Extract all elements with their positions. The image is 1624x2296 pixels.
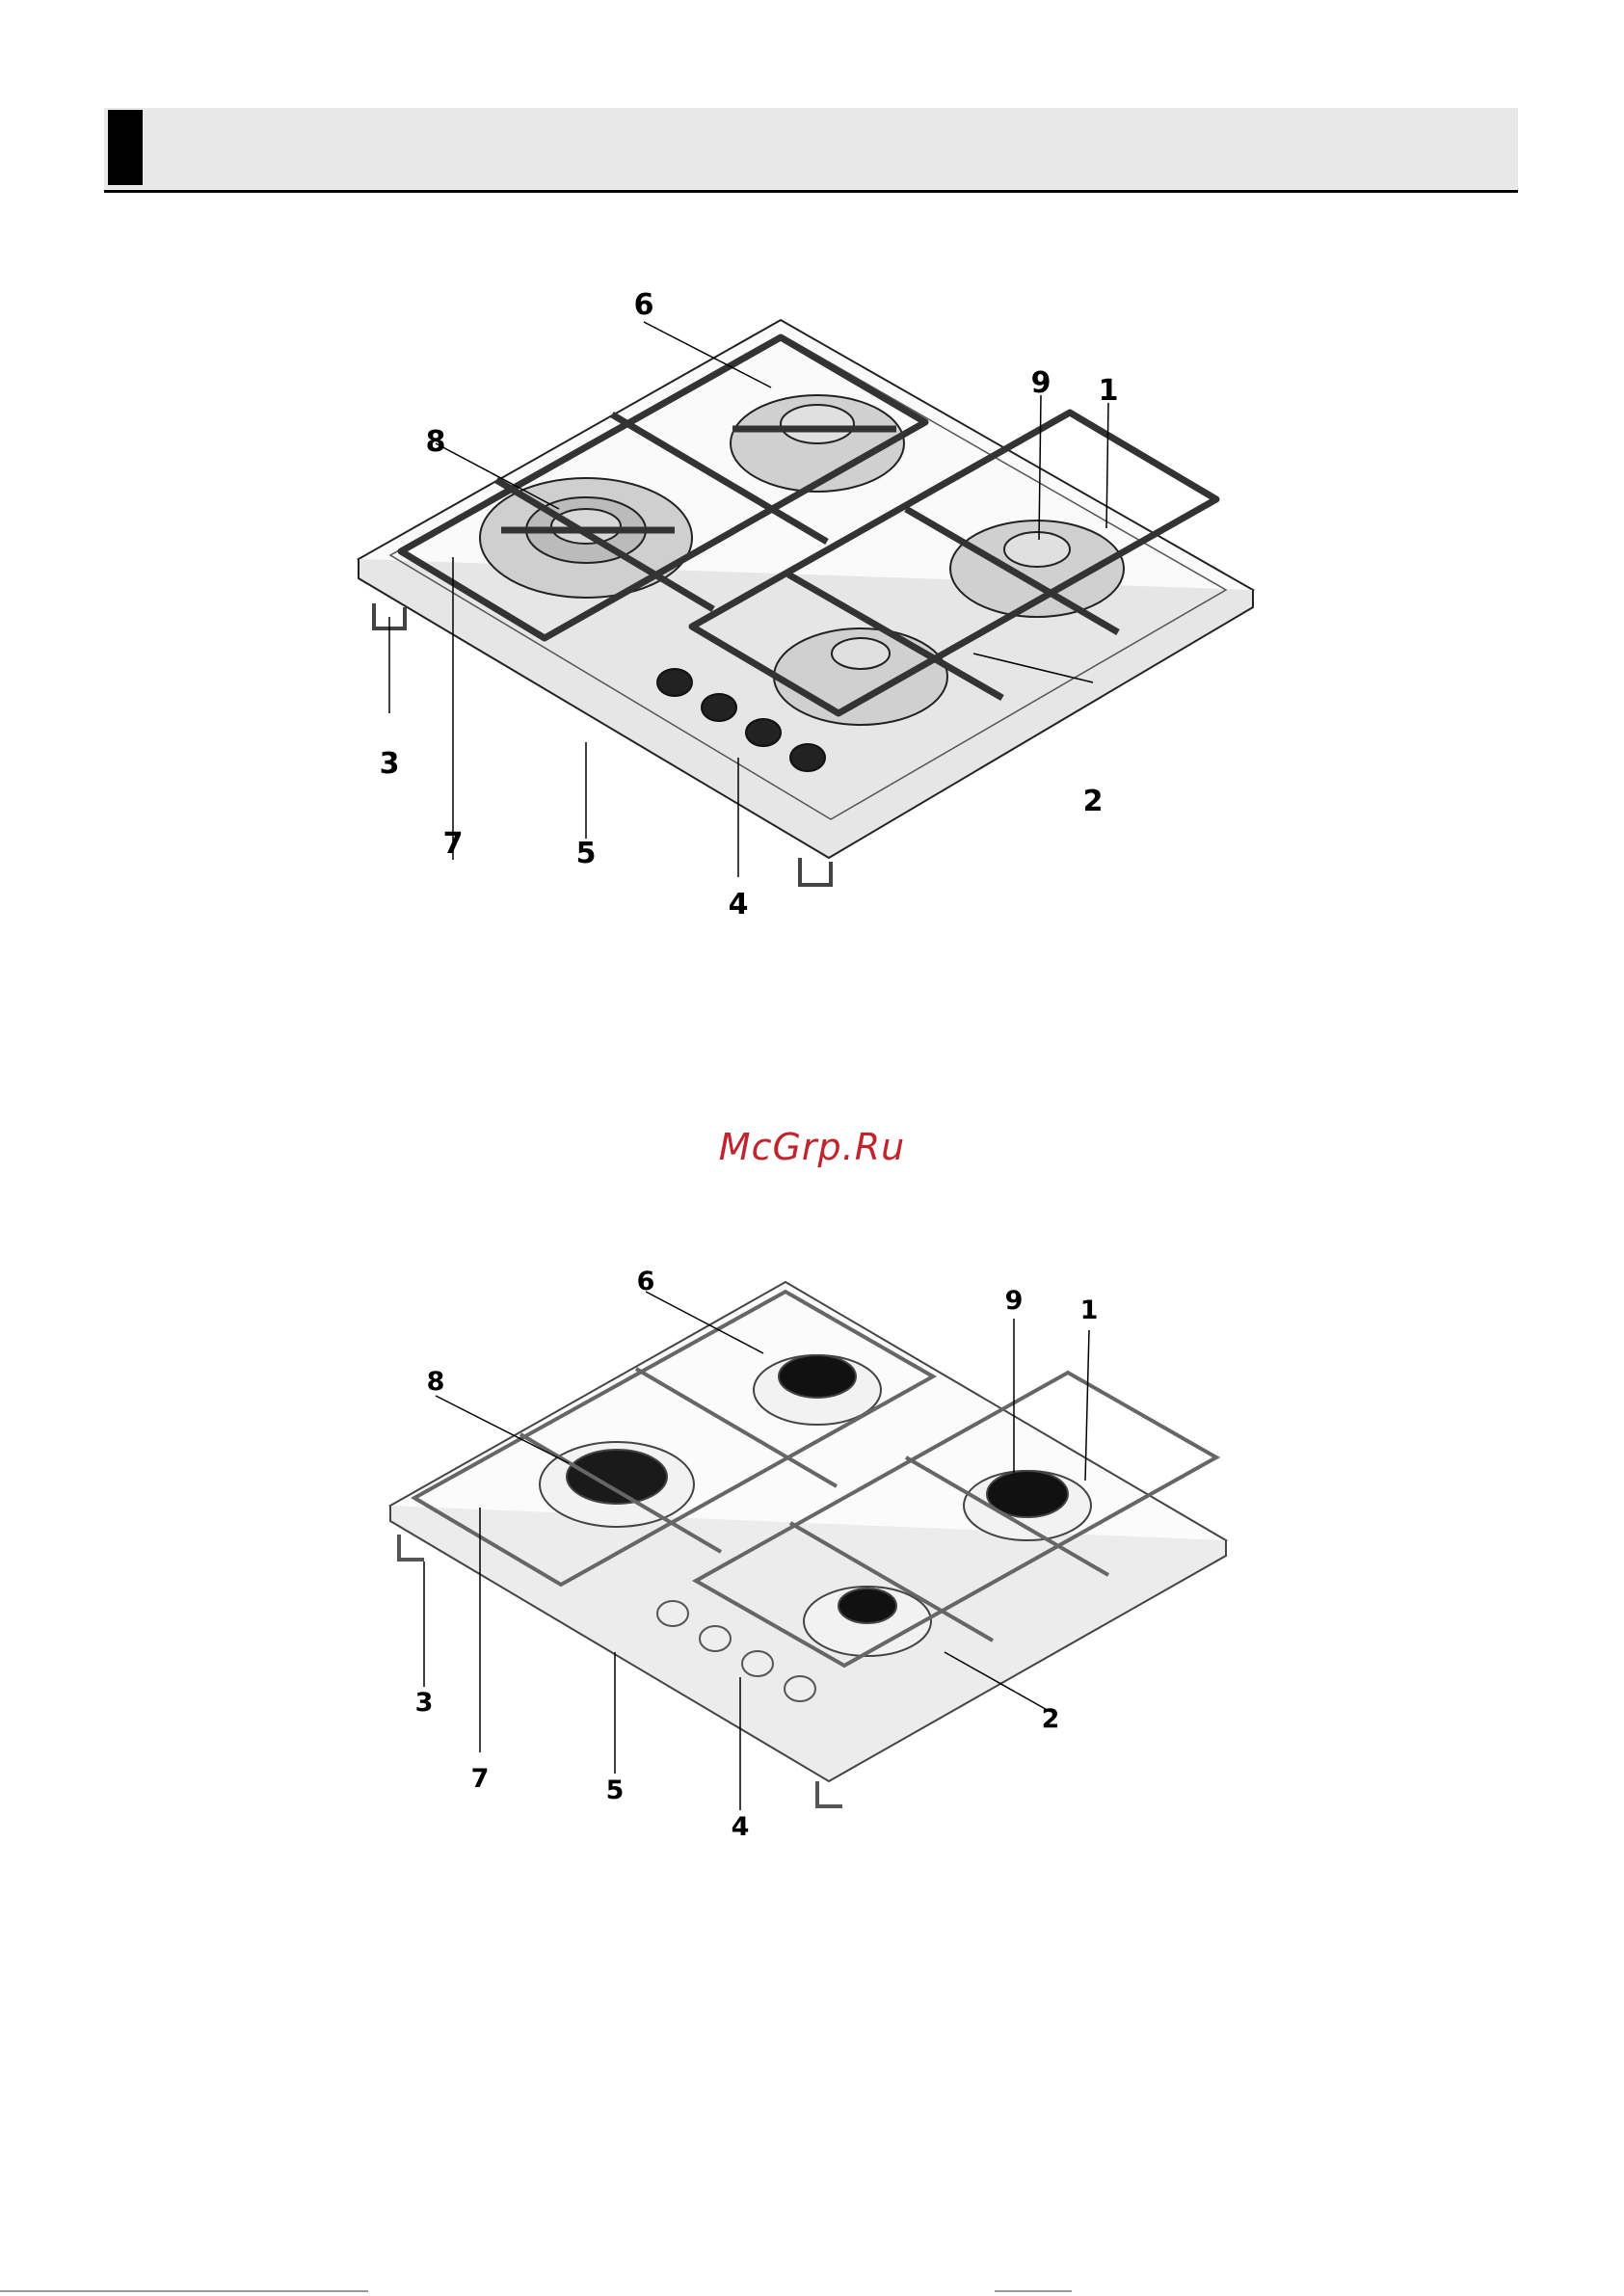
- callout-1: 1: [1080, 1295, 1099, 1325]
- callout-4: 4: [732, 1812, 750, 1842]
- callout-3: 3: [415, 1688, 434, 1718]
- control-knob: [790, 744, 825, 771]
- section-header-marker: [108, 110, 143, 185]
- control-knob: [742, 1651, 773, 1676]
- callout-9: 9: [1031, 366, 1052, 400]
- callout-2: 2: [1042, 1704, 1060, 1734]
- callout-6: 6: [637, 1267, 655, 1296]
- control-knob: [785, 1676, 815, 1701]
- callout-7: 7: [443, 827, 464, 861]
- callout-5: 5: [606, 1775, 625, 1805]
- control-knob: [746, 719, 781, 746]
- callout-8: 8: [426, 425, 446, 459]
- callout-9: 9: [1005, 1286, 1024, 1316]
- control-knob: [657, 1601, 688, 1626]
- callout-4: 4: [729, 888, 749, 921]
- section-header-bar: [104, 108, 1518, 189]
- callout-2: 2: [1083, 785, 1104, 818]
- callout-7: 7: [471, 1764, 490, 1794]
- callout-3: 3: [380, 747, 400, 781]
- mounting-bracket: [800, 858, 831, 885]
- callout-6: 6: [634, 289, 654, 322]
- hob-diagram-cast-iron: 1 2 3 4 5 6 7 8 9: [0, 289, 1624, 945]
- section-header-rule: [104, 190, 1518, 193]
- footer-rule: [0, 2290, 368, 2292]
- watermark-text: McGrp.Ru: [0, 1126, 1624, 1168]
- footer-rule: [995, 2290, 1072, 2292]
- callout-5: 5: [576, 837, 597, 870]
- control-knob: [657, 669, 692, 696]
- callout-8: 8: [427, 1367, 445, 1397]
- control-knob: [702, 694, 736, 721]
- control-knob: [700, 1626, 731, 1651]
- callout-1: 1: [1099, 374, 1119, 408]
- hob-diagram-wire-grid: 1 2 3 4 5 6 7 8 9: [0, 1253, 1624, 1870]
- mounting-bracket: [817, 1781, 842, 1806]
